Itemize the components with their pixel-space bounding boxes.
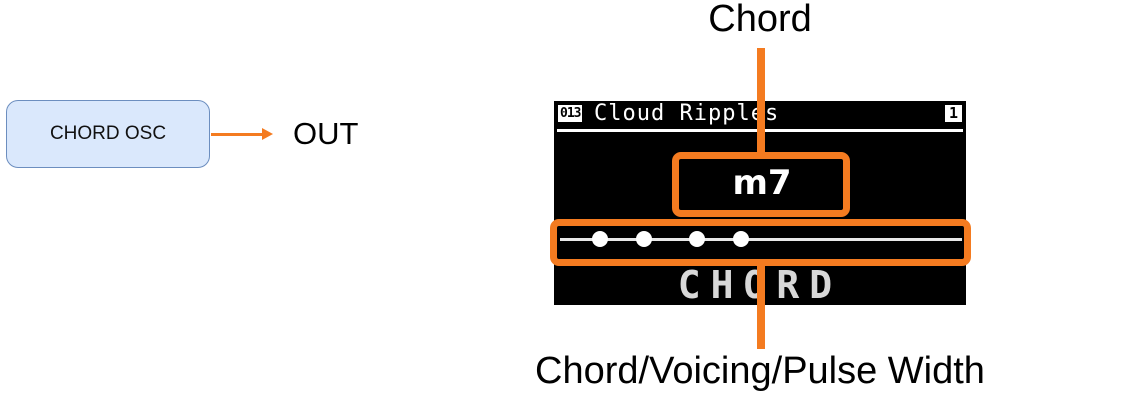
mode-label: CHORD <box>554 265 966 305</box>
out-label: OUT <box>293 116 359 151</box>
chord-callout-label: Chord <box>708 0 812 40</box>
arrow-head-icon <box>262 128 273 140</box>
display-header: 013 Cloud Ripples 1 <box>554 101 966 127</box>
signal-arrow-line <box>211 133 263 136</box>
voicing-callout-label: Chord/Voicing/Pulse Width <box>535 350 985 392</box>
chord-highlight-box <box>672 152 850 217</box>
chord-osc-label: CHORD OSC <box>49 123 167 144</box>
program-number: 013 <box>558 105 583 122</box>
chord-callout-connector <box>757 48 765 155</box>
patch-name: Cloud Ripples <box>594 101 780 126</box>
voicing-callout-connector <box>757 263 765 349</box>
page-number: 1 <box>945 105 962 122</box>
chord-osc-block: CHORD OSC <box>6 100 210 168</box>
voicing-dot <box>636 231 653 247</box>
chord-value: m7 <box>732 163 792 203</box>
voicing-dot <box>688 231 705 247</box>
voicing-slider <box>560 231 962 247</box>
voicing-dot <box>732 231 749 247</box>
voicing-highlight-box <box>550 219 971 266</box>
voicing-dot <box>592 231 609 247</box>
voicing-track <box>560 238 962 241</box>
